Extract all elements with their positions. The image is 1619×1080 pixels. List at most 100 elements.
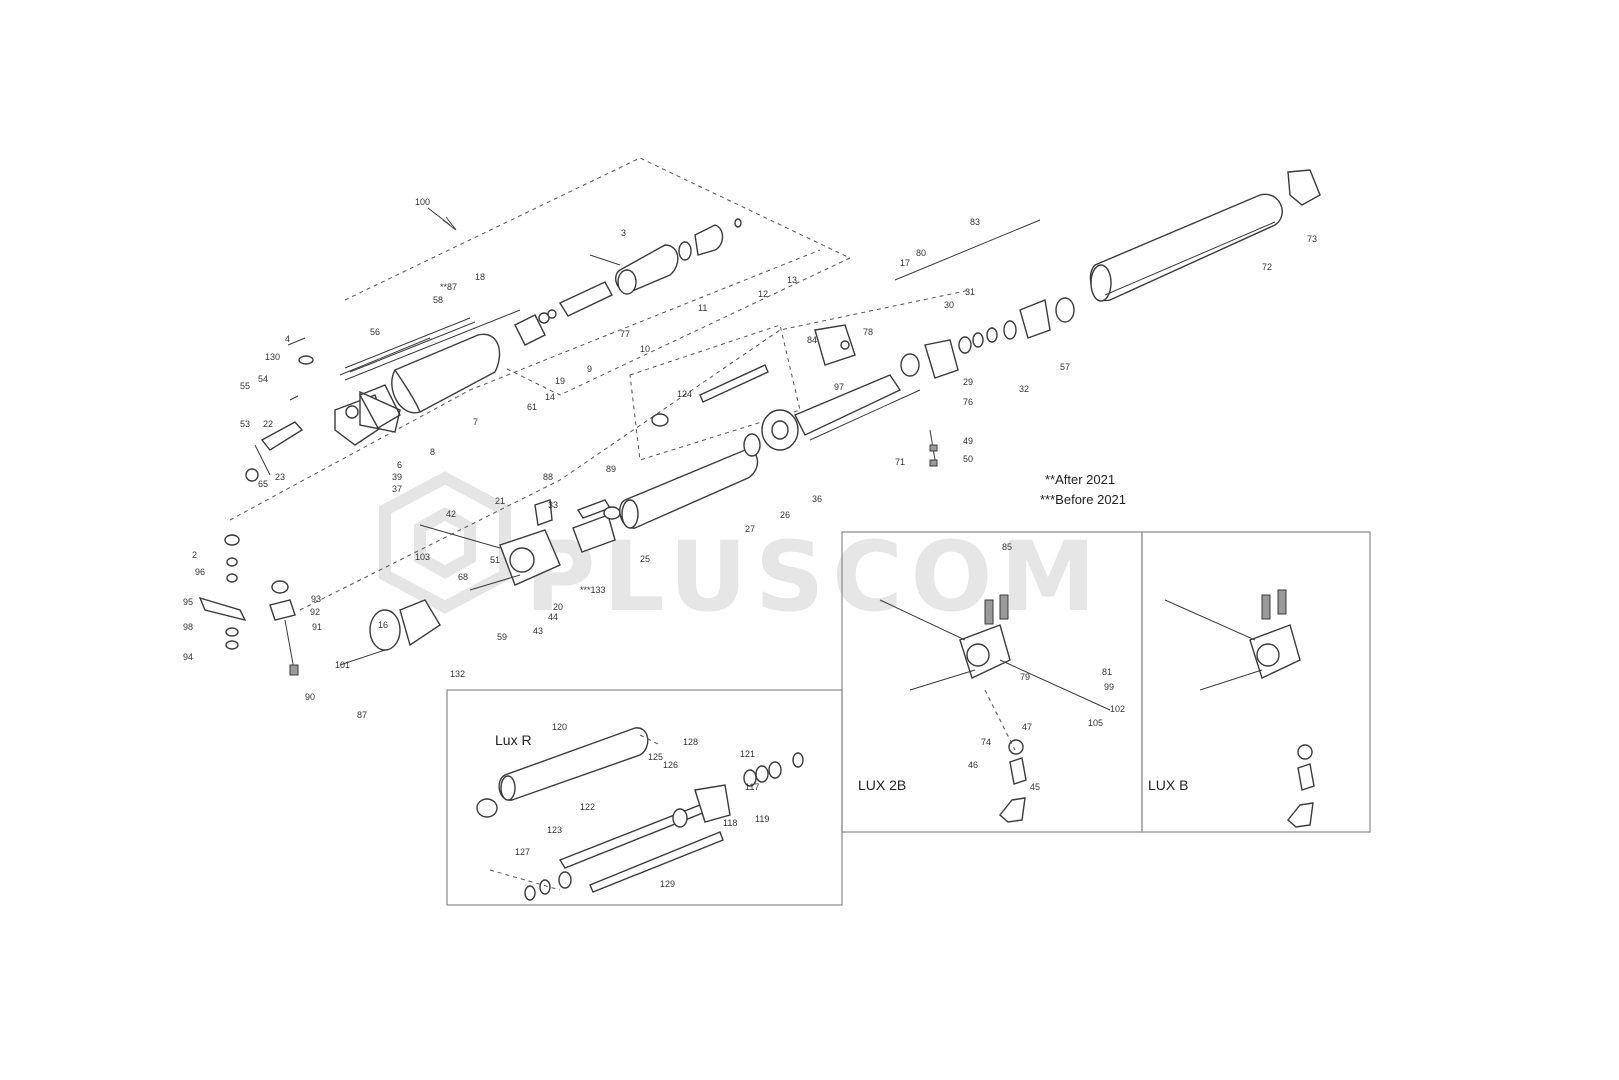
central-valve-block	[419, 499, 621, 591]
callout: 125	[648, 752, 663, 762]
callout: 22	[263, 419, 273, 429]
rod-124	[651, 364, 769, 427]
cylinder-tube-7	[339, 309, 521, 429]
callout: 120	[552, 722, 567, 732]
arrow-100-icon	[427, 207, 457, 231]
part-callouts: 100 18 **87 58 56 7 8 6 4 130 55 54 53 2…	[183, 197, 1317, 889]
callout: 127	[515, 847, 530, 857]
callout: 126	[663, 760, 678, 770]
inset-box-lux-b	[1141, 531, 1371, 833]
callout: 4	[285, 334, 290, 344]
callout: 30	[944, 300, 954, 310]
callout: 85	[1002, 542, 1012, 552]
callout: 21	[495, 496, 505, 506]
callout: 19	[555, 376, 565, 386]
callout: 91	[312, 622, 322, 632]
callout: 3	[621, 228, 626, 238]
callout: 95	[183, 597, 193, 607]
callout: 74	[981, 737, 991, 747]
callout: 50	[963, 454, 973, 464]
callout: 71	[895, 457, 905, 467]
callout: 46	[968, 760, 978, 770]
dashed-leader-main	[229, 249, 971, 611]
piston-disk-16	[339, 599, 441, 666]
callout: 13	[787, 275, 797, 285]
callout: 118	[723, 818, 737, 828]
callout: 47	[1022, 722, 1032, 732]
callout: 73	[1307, 234, 1317, 244]
callout: 94	[183, 652, 193, 662]
callout: 10	[640, 344, 650, 354]
callout: 59	[497, 632, 507, 642]
callout: 43	[533, 626, 543, 636]
callout: 58	[433, 295, 443, 305]
callout: 96	[195, 567, 205, 577]
callout: 117	[745, 782, 759, 792]
callout: 81	[1102, 667, 1112, 677]
piston-rod-assembly-top	[514, 218, 742, 346]
main-cylinder-36	[761, 324, 921, 451]
watermark-logo-icon	[379, 471, 511, 614]
callout: 26	[780, 510, 790, 520]
long-rod-58	[344, 317, 476, 373]
callout: 89	[606, 464, 616, 474]
callout: 9	[587, 364, 592, 374]
callout: 11	[698, 303, 707, 313]
callout: 129	[660, 879, 675, 889]
callout: 122	[580, 802, 595, 812]
callout: 6	[397, 460, 402, 470]
callout: 98	[183, 622, 193, 632]
callout: 27	[745, 524, 755, 534]
inset-title-lux-r: Lux R	[495, 732, 532, 748]
callout: 92	[310, 607, 320, 617]
callout: 76	[963, 397, 973, 407]
callout: 55	[240, 381, 250, 391]
callout: 90	[305, 692, 315, 702]
callout: 124	[677, 389, 692, 399]
callout: 123	[547, 825, 562, 835]
callout: 100	[415, 197, 430, 207]
callout: 20	[553, 602, 563, 612]
inset-title-lux-2b: LUX 2B	[858, 777, 906, 793]
callout: 105	[1088, 718, 1103, 728]
callout: ***133	[580, 585, 606, 595]
left-valve-stack	[198, 534, 299, 676]
callout: 54	[258, 374, 268, 384]
callout: 119	[755, 814, 769, 824]
rod-124-box	[629, 324, 801, 461]
callout: 44	[548, 612, 558, 622]
callout: 78	[863, 327, 873, 337]
callout: 103	[415, 552, 430, 562]
callout: 87	[357, 710, 367, 720]
callout: 83	[970, 217, 980, 227]
callout: 88	[543, 472, 553, 482]
callout: 2	[192, 550, 197, 560]
callout: 65	[258, 479, 268, 489]
callout: 18	[475, 272, 485, 282]
group-outline-100	[344, 157, 852, 396]
callout: 102	[1110, 704, 1125, 714]
callout: 72	[1262, 262, 1272, 272]
callout: 61	[527, 402, 537, 412]
callout: 14	[545, 392, 555, 402]
note-after-2021: **After 2021	[1045, 472, 1115, 487]
lux-b-parts	[1164, 589, 1315, 828]
callout: 7	[473, 417, 478, 427]
right-block-assembly	[894, 219, 1075, 467]
long-tube-72	[1089, 169, 1321, 302]
callout: 84	[807, 335, 817, 345]
callout: 39	[392, 472, 402, 482]
note-before-2021: ***Before 2021	[1040, 492, 1126, 507]
callout: 130	[265, 352, 280, 362]
callout: 80	[916, 248, 926, 258]
callout: 29	[963, 377, 973, 387]
callout: 25	[640, 554, 650, 564]
callout: 32	[1019, 384, 1029, 394]
lux-2b-parts	[879, 594, 1111, 823]
callout: 97	[834, 382, 844, 392]
left-end-cap	[245, 337, 401, 482]
reservoir-tube-27	[619, 433, 761, 529]
callout: 8	[430, 447, 435, 457]
callout: 37	[392, 484, 402, 494]
callout: 31	[965, 287, 975, 297]
